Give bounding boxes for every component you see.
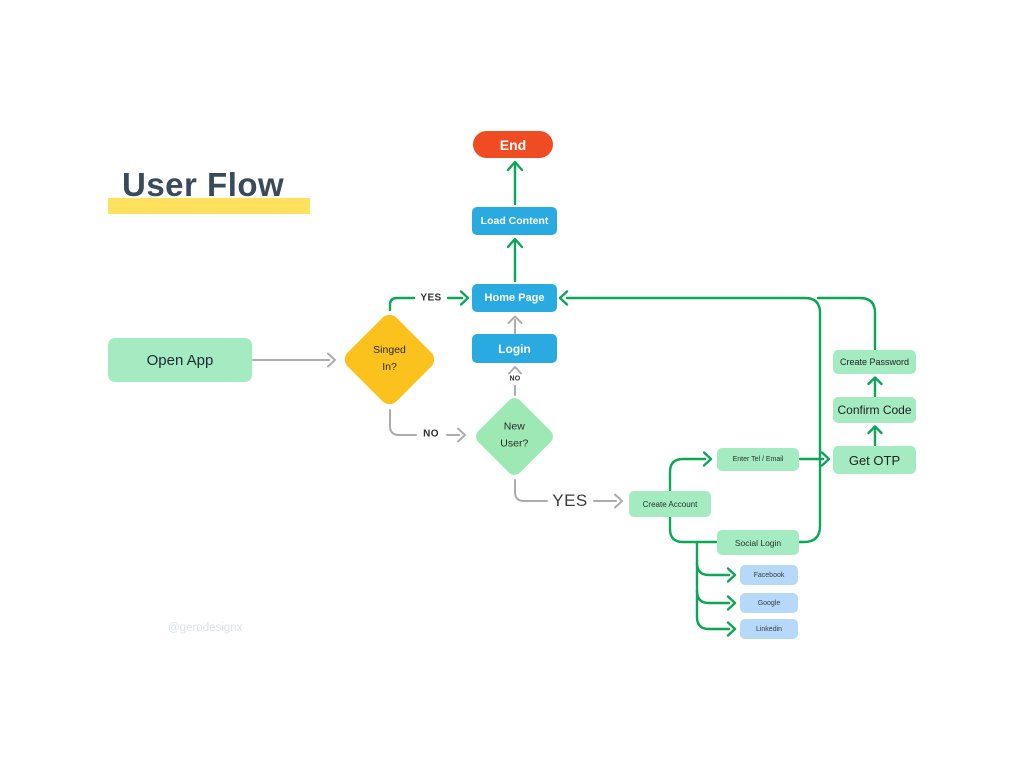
node-get-otp: Get OTP [833,446,916,474]
node-create-account: Create Account [629,491,711,517]
node-open-app: Open App [108,338,252,382]
edge-label-yes-newuser: YES [550,491,590,511]
node-linkedin: Linkedin [740,619,798,639]
node-social-login: Social Login [717,530,799,555]
node-login: Login [472,334,557,363]
edge-entertel-getotp [798,451,831,467]
node-load-content: Load Content [472,207,557,235]
title-highlight-bar [108,198,310,214]
page-title-text: User Flow [122,166,285,203]
edge-sociallogin-homepage [558,290,822,544]
edge-newuser-no-login [508,366,522,396]
watermark: @gerodesignx [168,622,243,634]
edge-label-no-signedin: NO [421,428,441,440]
node-confirm-code: Confirm Code [833,397,916,423]
node-facebook: Facebook [740,565,798,585]
edge-sociallogin-facebook [695,561,737,583]
edge-loadcontent-end [506,160,524,206]
node-enter-tel-email: Enter Tel / Email [717,448,799,471]
edge-sociallogin-linkedin [695,615,737,637]
edge-login-homepage [507,315,523,334]
edge-sociallogin-google [695,589,737,611]
edge-createpassword-homepage [816,296,877,351]
edge-openapp-singedin [252,352,336,368]
edge-label-no-newuser: NO [507,375,523,383]
edge-singedin-no-newuser [389,409,466,443]
node-end: End [473,131,553,158]
node-home-page: Home Page [472,284,557,312]
new-user-label: New User? [500,421,529,451]
edge-singedin-yes-homepage [388,290,470,312]
node-google: Google [740,593,798,613]
edge-confirmcode-createpassword [867,376,883,398]
singed-in-label: Singed In? [373,344,406,374]
edge-newuser-yes-createaccount [514,479,623,509]
edge-createaccount-entertel [668,451,713,492]
edge-homepage-loadcontent [506,237,524,283]
node-create-password: Create Password [833,350,916,374]
edge-createaccount-sociallogin [668,515,718,544]
edge-getotp-confirmcode [867,425,883,447]
edge-label-yes-signedin: YES [418,292,444,304]
page-title: User Flow [108,166,328,216]
